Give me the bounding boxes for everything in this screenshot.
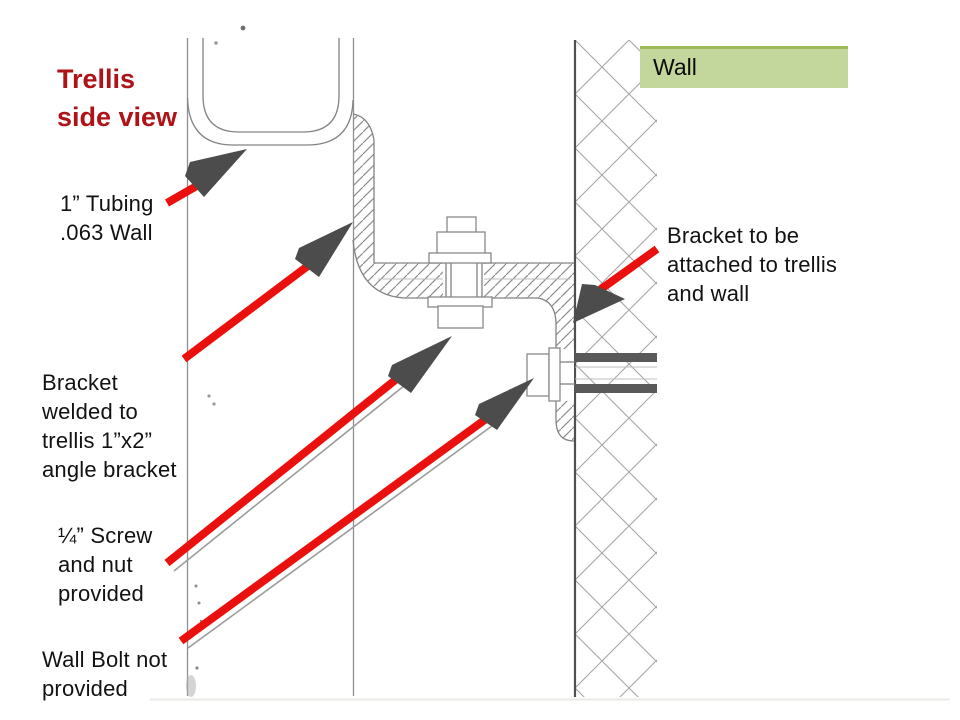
- label-wall-bolt: Wall Bolt not provided: [42, 647, 168, 701]
- leader-arrow-bracket-attach: [573, 245, 660, 323]
- label-tubing: 1” Tubing .063 Wall: [60, 191, 154, 245]
- tubing-outline: [186, 38, 355, 696]
- leader-arrows: [164, 149, 660, 649]
- wall-tag: Wall: [640, 46, 848, 88]
- wall-section: [573, 40, 657, 697]
- page-title: Trellis side view: [57, 64, 178, 132]
- leader-arrow-wall-bolt: [178, 378, 534, 649]
- leader-arrow-bracket-welded: [181, 222, 353, 363]
- wall-bolt: [526, 347, 657, 402]
- label-bracket-welded: Bracket welded to trellis 1”x2” angle br…: [42, 370, 177, 482]
- scan-artifacts: [150, 25, 950, 701]
- label-bracket-attach: Bracket to be attached to trellis and wa…: [667, 223, 838, 306]
- wall-tag-label: Wall: [653, 54, 697, 80]
- leader-arrow-tubing: [165, 149, 247, 207]
- label-screw: ¼” Screw and nut provided: [58, 523, 153, 606]
- quarter-screw-and-nut: [427, 216, 493, 329]
- leader-arrow-screw: [164, 336, 452, 572]
